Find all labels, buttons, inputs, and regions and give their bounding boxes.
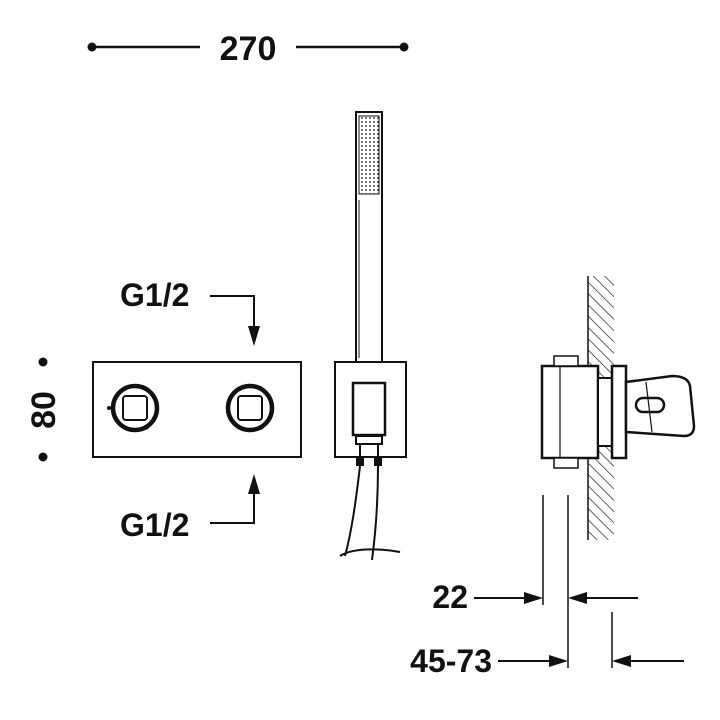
hand-shower [355,111,383,363]
projection-dimensions: 22 45-73 [410,495,684,679]
handle-right [225,383,275,433]
valve-side-view [540,355,696,469]
shower-hose [339,465,401,561]
dimension-45-73: 45-73 [410,643,684,679]
inlet-top-arrow [248,326,260,346]
width-label: 270 [220,30,277,68]
handle-left [107,383,160,433]
plate-outline [92,361,302,458]
dimension-endpoint-right [399,42,409,52]
height-label: 80 [25,391,63,429]
shower-spray-face [358,115,380,195]
inlet-bottom-callout: G1/2 [120,474,260,543]
inlet-bottom-arrow [248,474,260,494]
holder-plate [334,361,407,458]
holder-bracket [351,381,387,437]
valve-body-side [540,364,600,460]
height-endpoint-bottom [38,452,48,462]
inlet-top-label: G1/2 [120,277,189,313]
inlet-bottom-label: G1/2 [120,507,189,543]
height-endpoint-top [38,357,48,367]
projection-range-label: 45-73 [410,643,492,679]
width-dimension: 270 [87,30,409,68]
dimension-22: 22 [432,579,638,615]
height-dimension: 80 [25,357,63,462]
inlet-top-leader [210,295,255,330]
handle-side [624,374,696,438]
valve-front-plate [92,361,302,458]
inlet-top-callout: G1/2 [120,277,260,346]
projection-min-label: 22 [432,579,468,615]
cover-plate-side [610,364,628,460]
shower-holder [334,361,407,466]
inlet-bottom-leader [210,490,255,524]
